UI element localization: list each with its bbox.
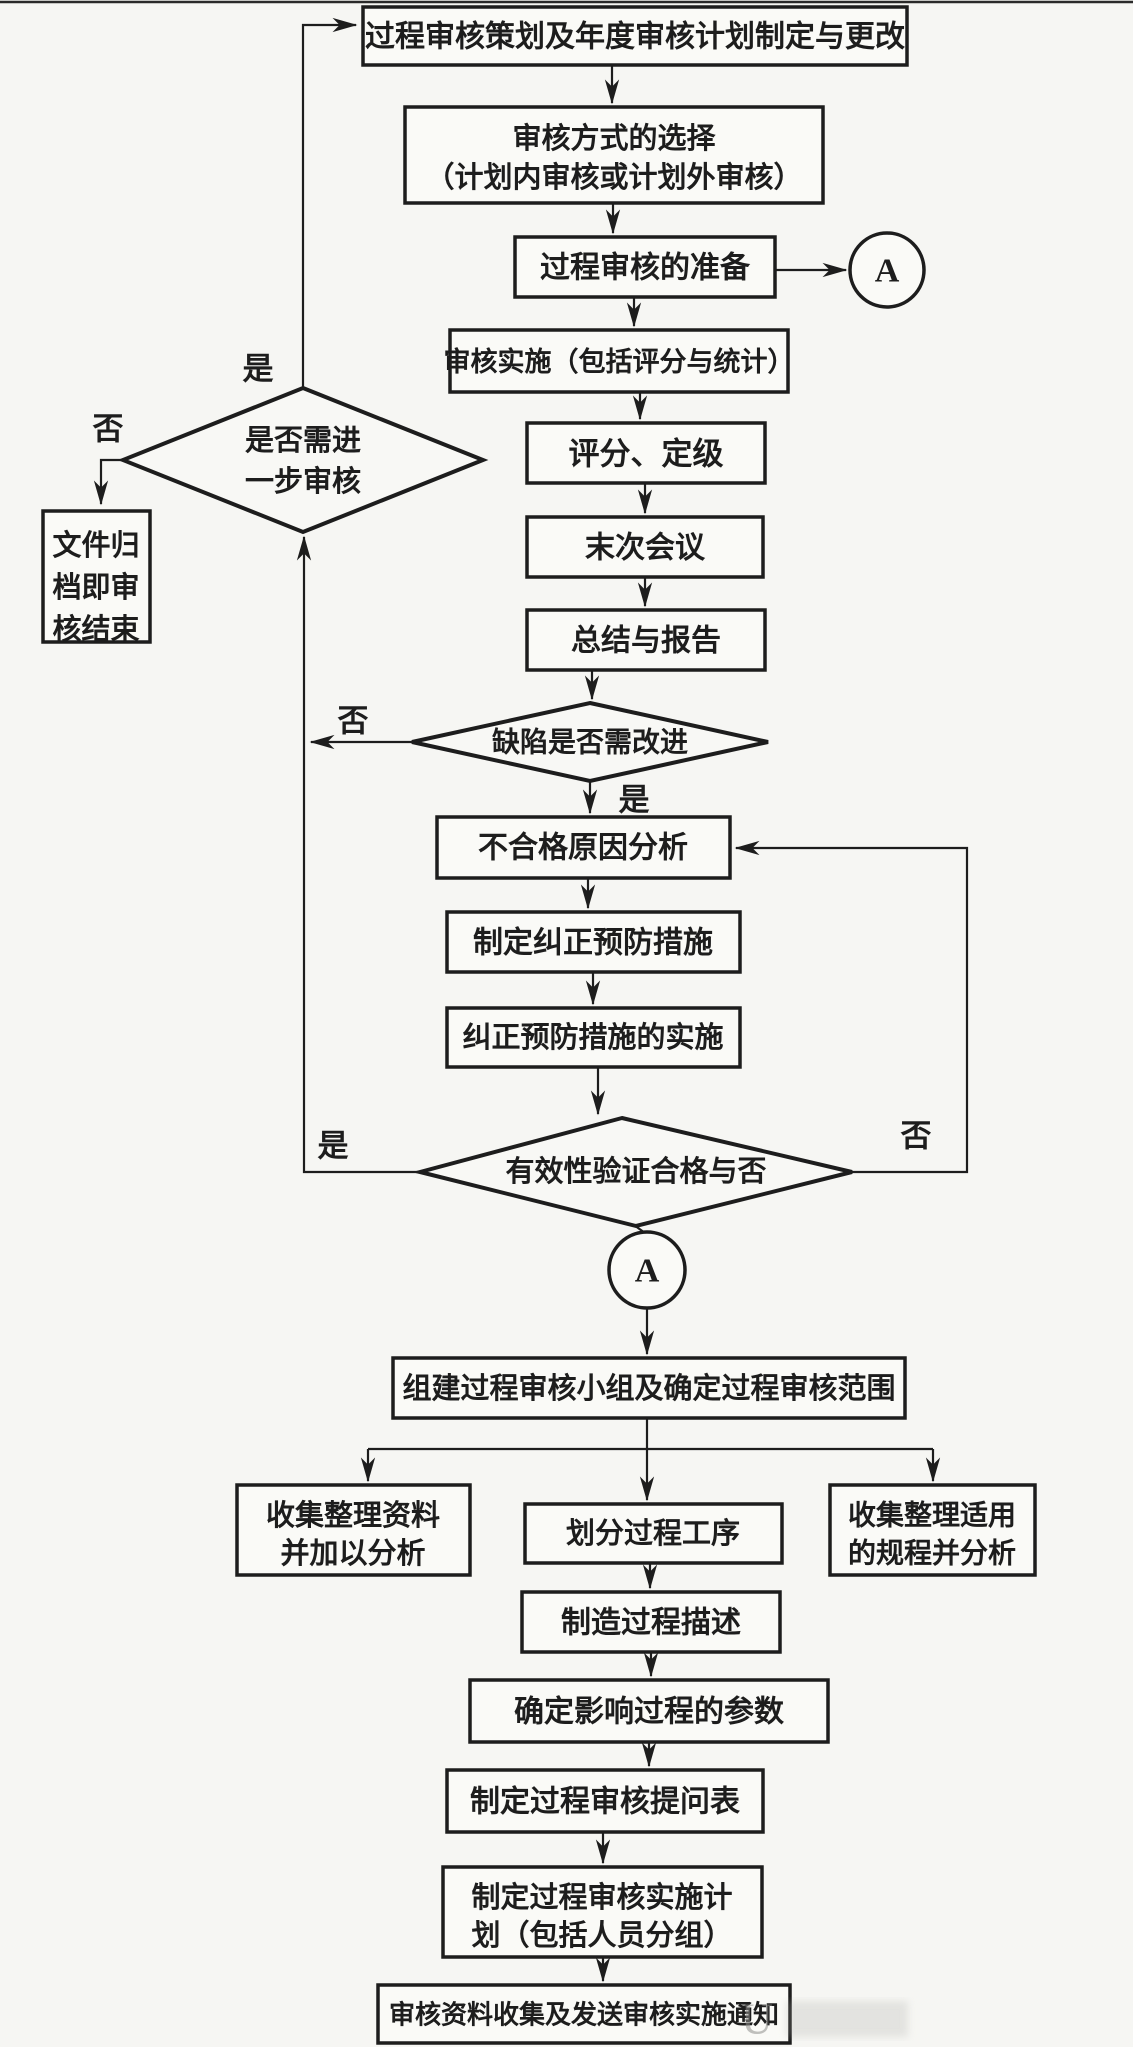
node-connector-a-top: A (848, 231, 926, 309)
node-box9: 制定纠正预防措施 (445, 910, 742, 974)
node-box10-label: 纠正预防措施的实施 (462, 1020, 723, 1054)
node-box-archive: 文件归 档即审 核结束 (41, 509, 152, 646)
node-box3-label: 过程审核的准备 (540, 251, 751, 285)
node-box4: 审核实施（包括评分与统计） (444, 328, 795, 394)
node-box7-label: 总结与报告 (571, 625, 721, 658)
node-box16: 制定过程审核实施计 划（包括人员分组） (441, 1865, 764, 1959)
node-box12c: 收集整理适用 的规程并分析 (828, 1483, 1037, 1577)
node-box12c-line1: 收集整理适用 (848, 1500, 1016, 1532)
node-box12c-line2: 的规程并分析 (848, 1537, 1016, 1570)
node-box13: 制造过程描述 (520, 1590, 782, 1654)
node-box13-label: 制造过程描述 (561, 1607, 741, 1640)
node-box5: 评分、定级 (525, 421, 767, 485)
node-box1-label: 过程审核策划及年度审核计划制定与更改 (365, 20, 905, 54)
edge-valid-no-loop (734, 840, 969, 1174)
node-box15-label: 制定过程审核提问表 (470, 1785, 740, 1819)
flow-edges (93, 17, 969, 1983)
label-further-yes: 是 (243, 352, 274, 387)
node-box11-label: 组建过程审核小组及确定过程审核范围 (402, 1371, 895, 1405)
node-box8: 不合格原因分析 (435, 815, 732, 880)
node-box3: 过程审核的准备 (513, 235, 777, 299)
node-box2-line1: 审核方式的选择 (512, 121, 716, 155)
node-decision-defect: 缺陷是否需改进 (411, 700, 769, 784)
node-box5-label: 评分、定级 (569, 437, 724, 472)
node-box-archive-line1: 文件归 (52, 528, 139, 562)
node-box12a-line2: 并加以分析 (280, 1537, 425, 1570)
node-box-archive-line2: 档即审 (52, 570, 139, 604)
watermark-text: U (741, 1995, 773, 2044)
node-box11: 组建过程审核小组及确定过程审核范围 (391, 1356, 907, 1420)
label-valid-no: 否 (901, 1119, 932, 1154)
label-further-no: 否 (93, 412, 124, 447)
decision-defect-label: 缺陷是否需改进 (492, 727, 688, 759)
node-box15: 制定过程审核提问表 (445, 1768, 765, 1834)
node-box16-line2: 划（包括人员分组） (471, 1918, 732, 1952)
edge-valid-yes-loop (296, 535, 420, 1174)
node-box1: 过程审核策划及年度审核计划制定与更改 (361, 5, 909, 67)
node-box14: 确定影响过程的参数 (468, 1678, 830, 1744)
node-box12a-line1: 收集整理资料 (266, 1499, 440, 1532)
label-valid-yes: 是 (318, 1129, 349, 1164)
node-box2-line2: （计划内审核或计划外审核） (425, 160, 802, 194)
node-box17-label: 审核资料收集及发送审核实施通知 (389, 2000, 779, 2030)
node-box8-label: 不合格原因分析 (478, 831, 688, 865)
node-box14-label: 确定影响过程的参数 (514, 1695, 785, 1729)
connector-a-bottom-label: A (635, 1253, 660, 1290)
edge-further-yes-box1 (301, 17, 358, 388)
node-box7: 总结与报告 (525, 608, 767, 672)
node-box2: 审核方式的选择 （计划内审核或计划外审核） (403, 105, 825, 205)
label-defect-no: 否 (338, 704, 369, 739)
decision-further-line1: 是否需进 (245, 424, 361, 457)
node-box10: 纠正预防措施的实施 (445, 1006, 742, 1069)
edge-labels: 是 否 否 是 是 否 (93, 352, 932, 1164)
node-box17: 审核资料收集及发送审核实施通知 (376, 1983, 792, 2045)
watermark-blur (786, 2001, 908, 2037)
node-box-archive-line3: 核结束 (52, 613, 139, 646)
node-box4-label: 审核实施（包括评分与统计） (444, 346, 795, 377)
node-connector-a-bottom: A (607, 1230, 687, 1310)
node-box12b-label: 划分过程工序 (566, 1516, 740, 1550)
edge-further-no-archive (93, 458, 123, 506)
node-box6: 末次会议 (525, 515, 765, 579)
node-box9-label: 制定纠正预防措施 (473, 926, 713, 960)
decision-further-line2: 一步审核 (245, 464, 361, 498)
label-defect-yes: 是 (619, 783, 650, 818)
watermark: U (741, 1995, 908, 2044)
node-box12b: 划分过程工序 (523, 1502, 784, 1565)
flow-nodes: 过程审核策划及年度审核计划制定与更改 审核方式的选择 （计划内审核或计划外审核）… (41, 5, 1037, 2045)
node-box6-label: 末次会议 (585, 532, 706, 565)
decision-valid-label: 有效性验证合格与否 (505, 1154, 766, 1188)
node-decision-valid: 有效性验证合格与否 (412, 1115, 853, 1229)
connector-a-top-label: A (875, 253, 900, 290)
node-box12a: 收集整理资料 并加以分析 (235, 1483, 472, 1577)
node-box16-line1: 制定过程审核实施计 (471, 1880, 732, 1914)
node-decision-further: 是否需进 一步审核 (117, 385, 489, 535)
